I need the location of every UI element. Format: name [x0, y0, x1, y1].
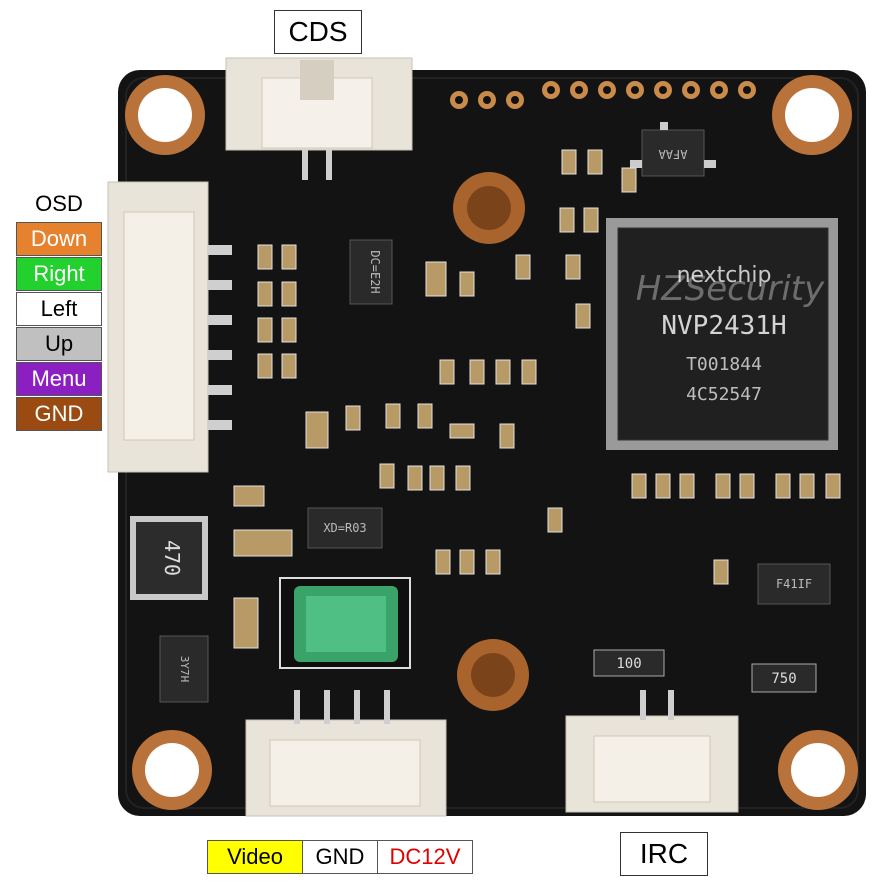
chip-brand: nextchip: [677, 263, 772, 288]
connector-label-video: Video: [207, 840, 303, 874]
chip-model: NVP2431H: [661, 311, 786, 341]
header-holes-top: [450, 81, 756, 109]
resistor-100-mark: 100: [616, 656, 641, 672]
ic-bottom-left: 3Y7H: [159, 635, 209, 703]
cds-connector: [225, 57, 413, 180]
chip-line2: 4C52547: [686, 384, 762, 405]
inductor-470: 470: [130, 516, 208, 600]
osd-pin-label-left: Left: [16, 292, 102, 326]
connector-label-gnd: GND: [302, 840, 378, 874]
resistor-100: 100: [593, 649, 665, 677]
ic-top-right-mark: AFAA: [658, 147, 688, 161]
video-power-connector: [245, 690, 447, 817]
ic-xd-r03: XD=R03: [307, 507, 383, 549]
osd-pin-label-gnd: GND: [16, 397, 102, 431]
irc-connector: [565, 690, 739, 813]
osd-pin-label-menu: Menu: [16, 362, 102, 396]
cds-label: CDS: [274, 10, 362, 54]
resistor-750-mark: 750: [771, 671, 796, 687]
resistor-750: 750: [751, 663, 817, 693]
ic-dc-e2h: DC=E2H: [349, 239, 393, 305]
ic-top-right: AFAA: [630, 122, 716, 177]
connector-label-dc12v: DC12V: [377, 840, 473, 874]
ic-xd-mark: XD=R03: [323, 521, 366, 535]
ic-f41-mark: F41IF: [776, 577, 812, 591]
inductor-mark: 470: [160, 540, 184, 576]
mounting-hole-top-left: [125, 75, 205, 155]
osd-title: OSD: [35, 191, 83, 216]
osd-pin-label-down: Down: [16, 222, 102, 256]
mounting-hole-bottom-left: [132, 730, 212, 810]
mounting-hole-bottom-right: [778, 730, 858, 810]
green-component: [279, 577, 411, 669]
irc-label: IRC: [620, 832, 708, 876]
ic-bottom-left-mark: 3Y7H: [178, 656, 191, 683]
mounting-hole-top-right: [772, 75, 852, 155]
watermark-text: HZSecurity: [636, 269, 825, 309]
osd-connector: [107, 181, 232, 473]
ic-dc-mark: DC=E2H: [368, 250, 382, 293]
ic-f41if: F41IF: [757, 563, 831, 605]
osd-pin-label-up: Up: [16, 327, 102, 361]
smd-components: [233, 149, 841, 649]
chip-line1: T001844: [686, 354, 762, 375]
osd-pin-label-right: Right: [16, 257, 102, 291]
nvp2431h-chip: nextchip NVP2431H T001844 4C52547: [606, 218, 838, 450]
